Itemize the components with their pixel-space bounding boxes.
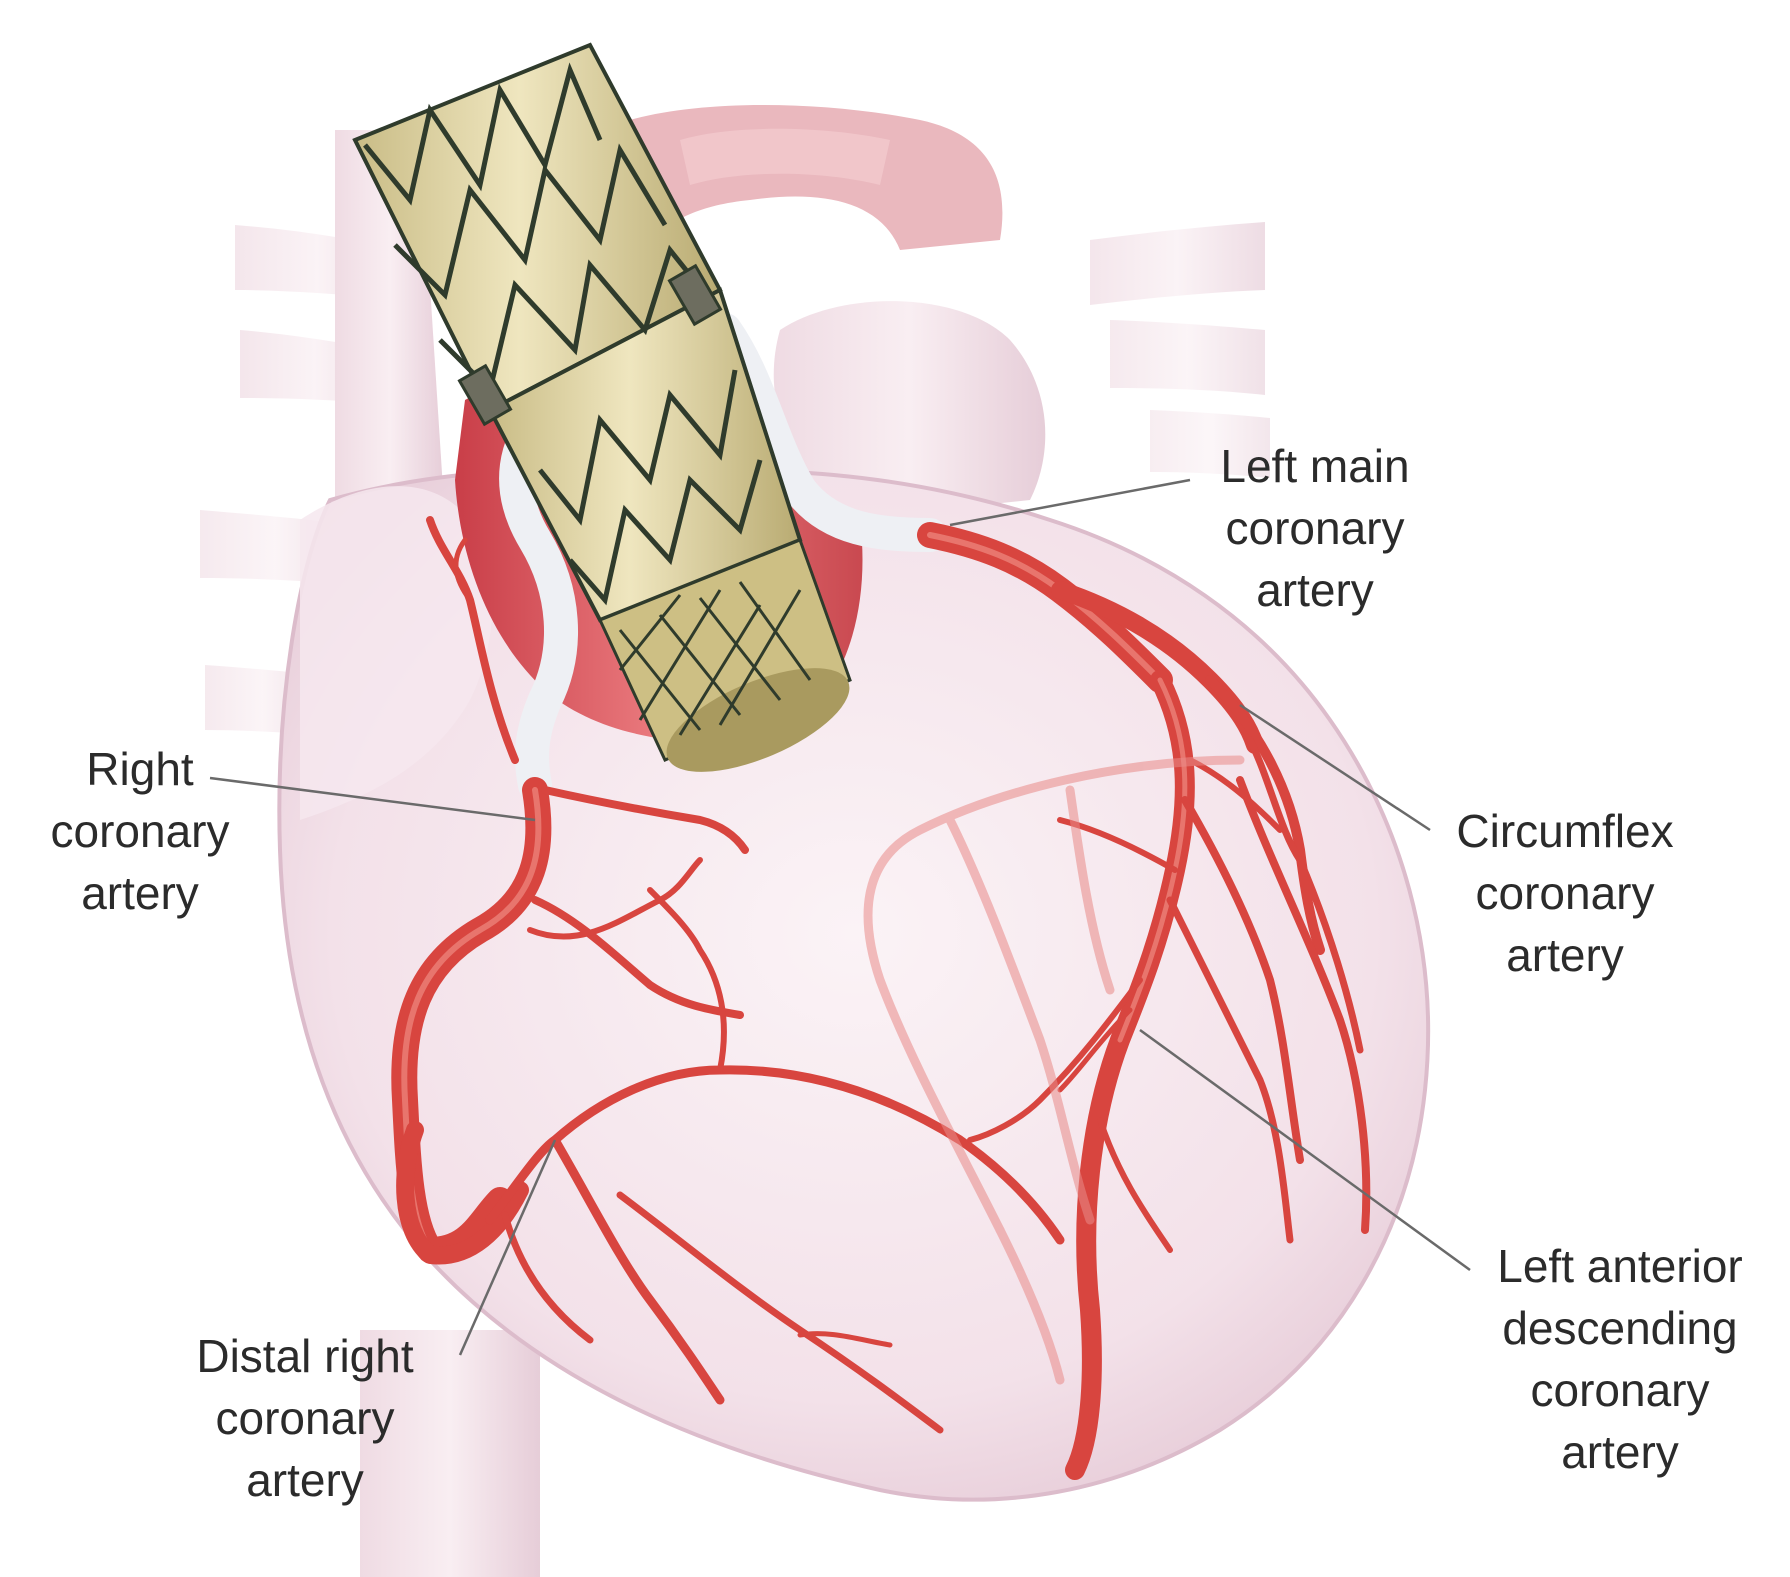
label-distal-right-line3: artery (246, 1454, 364, 1506)
label-circumflex-line1: Circumflex (1456, 805, 1674, 857)
label-left-main-line3: artery (1256, 564, 1374, 616)
label-lad-line2: descending (1502, 1302, 1738, 1354)
leader-lines (209, 478, 1471, 1356)
label-left-main-line1: Left main (1220, 440, 1410, 492)
leader-circumflex (1239, 703, 1431, 832)
leader-right-coronary (209, 776, 536, 822)
label-lad-line3: coronary (1530, 1364, 1710, 1416)
leader-distal-right (458, 1139, 557, 1356)
inferior-vena-cava (360, 1330, 540, 1577)
label-right-coronary-artery: Right coronary artery (25, 738, 255, 924)
posterior-coronary-vessels (863, 755, 1245, 1385)
left-main-graft (708, 313, 947, 552)
label-left-main-coronary-artery: Left main coronary artery (1180, 435, 1450, 621)
heart-body (277, 466, 1431, 1502)
label-lad-line1: Left anterior (1497, 1240, 1743, 1292)
label-distal-right-coronary-artery: Distal right coronary artery (160, 1325, 450, 1511)
label-circumflex-coronary-artery: Circumflex coronary artery (1425, 800, 1705, 986)
aortic-arch (630, 105, 1003, 250)
label-circumflex-line2: coronary (1475, 867, 1655, 919)
label-lad-line4: artery (1561, 1426, 1679, 1478)
stent-graft (352, 42, 852, 772)
coronary-arteries (391, 516, 1371, 1480)
right-atrium (300, 486, 493, 820)
pulmonary-vessels-right (1090, 222, 1270, 478)
label-right-coronary-line3: artery (81, 867, 199, 919)
leader-left-main (949, 478, 1191, 527)
pulmonary-trunk (773, 301, 1046, 520)
label-left-anterior-descending-coronary-artery: Left anterior descending coronary artery (1460, 1235, 1780, 1483)
label-left-main-line2: coronary (1225, 502, 1405, 554)
label-distal-right-line2: coronary (215, 1392, 395, 1444)
label-right-coronary-line2: coronary (50, 805, 230, 857)
leader-lad (1139, 1028, 1471, 1272)
distal-right-coronary-artery (485, 1065, 1065, 1245)
label-right-coronary-line1: Right (86, 743, 194, 795)
label-distal-right-line1: Distal right (196, 1330, 414, 1382)
label-circumflex-line3: artery (1506, 929, 1624, 981)
